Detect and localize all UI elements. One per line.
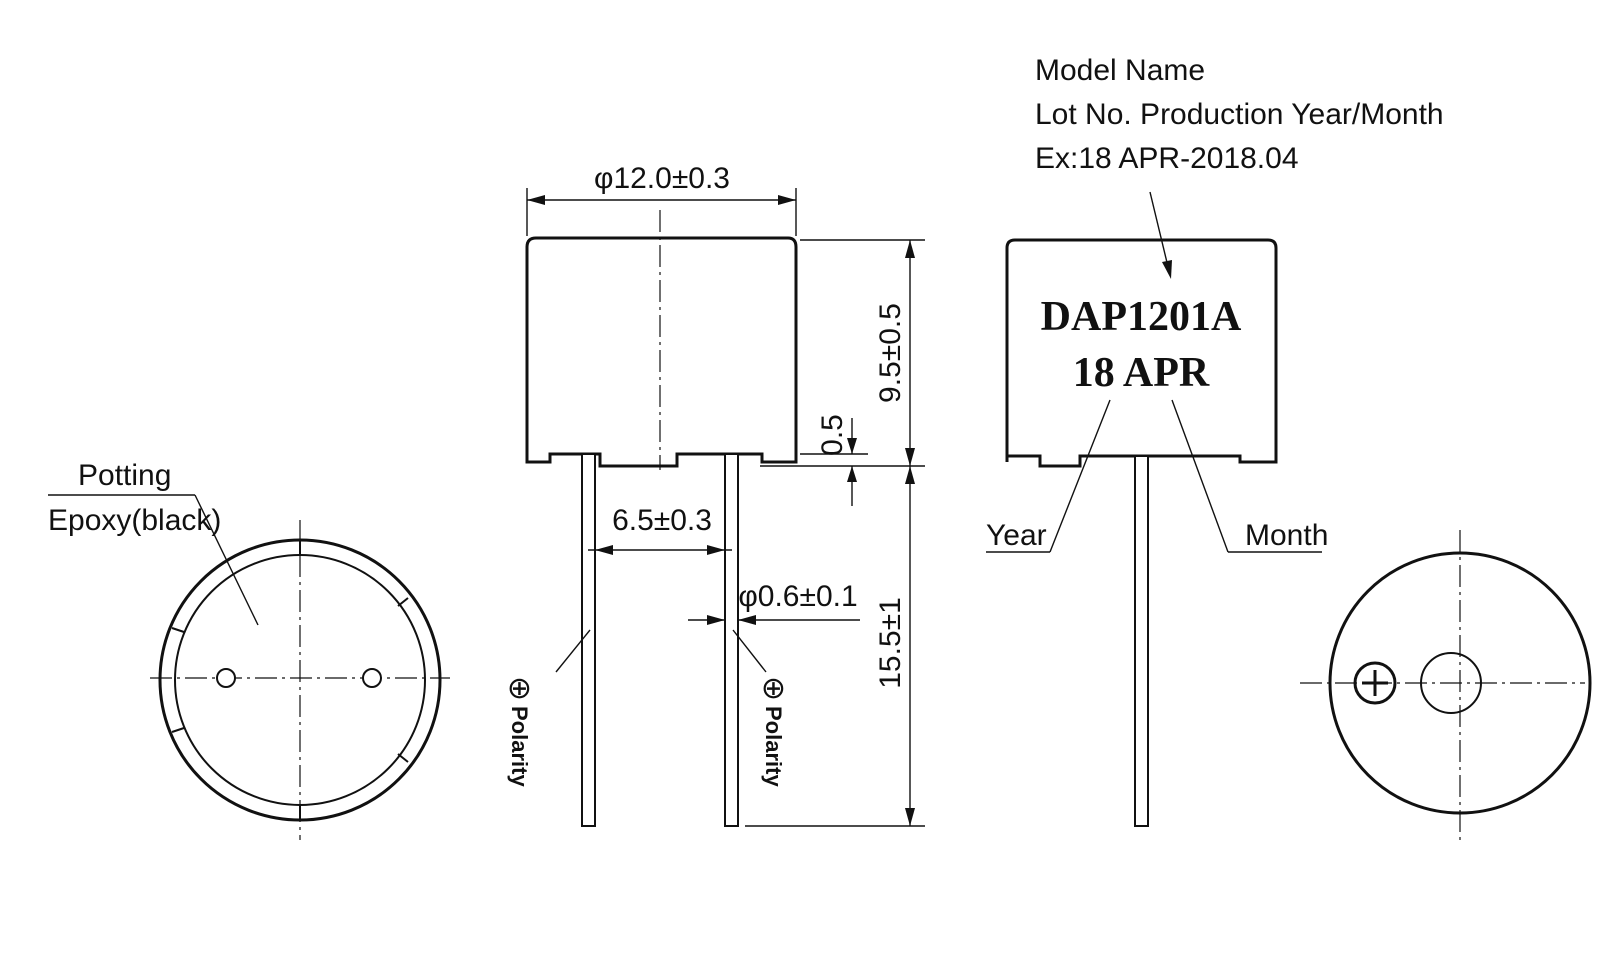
body-height-label: 9.5±0.5 bbox=[874, 303, 907, 403]
potting-label: Potting bbox=[78, 459, 171, 492]
svg-text:Polarity: Polarity bbox=[761, 706, 786, 787]
plus-circle-icon: ⊕ bbox=[502, 676, 537, 701]
polarity-marker-left: ⊕ Polarity bbox=[502, 676, 537, 787]
month-label: Month bbox=[1245, 519, 1328, 552]
epoxy-label: Epoxy(black) bbox=[48, 504, 221, 537]
standoff-label: 0.5 bbox=[816, 414, 849, 456]
lead-length-label: 15.5±1 bbox=[874, 597, 907, 689]
svg-text:Polarity: Polarity bbox=[507, 706, 532, 787]
model-name-label: Model Name bbox=[1035, 54, 1205, 87]
bottom-view-potting: Potting Epoxy(black) bbox=[48, 459, 450, 840]
marking-model: DAP1201A bbox=[1041, 294, 1242, 340]
polarity-plus-icon bbox=[1353, 661, 1397, 705]
pin-diameter-label: φ0.6±0.1 bbox=[738, 580, 857, 613]
plus-circle-icon: ⊕ bbox=[756, 676, 791, 701]
lead-right bbox=[724, 453, 739, 827]
lead-center bbox=[1134, 455, 1149, 827]
marking-date: 18 APR bbox=[1073, 350, 1210, 396]
year-label: Year bbox=[986, 519, 1047, 552]
pitch-label: 6.5±0.3 bbox=[612, 504, 712, 537]
example-label: Ex:18 APR-2018.04 bbox=[1035, 142, 1299, 175]
top-view bbox=[1300, 530, 1592, 840]
side-view: φ12.0±0.3 9.5±0.5 0.5 15.5±1 6.5±0.3 φ0.… bbox=[502, 162, 925, 827]
body-diameter-label: φ12.0±0.3 bbox=[594, 162, 730, 195]
sound-hole bbox=[1420, 652, 1482, 714]
lot-no-label: Lot No. Production Year/Month bbox=[1035, 98, 1444, 131]
marked-body bbox=[1005, 238, 1278, 468]
pin-hole-right bbox=[362, 668, 382, 688]
marking-view: Model Name Lot No. Production Year/Month… bbox=[986, 54, 1444, 827]
lead-left bbox=[581, 453, 596, 827]
pin-hole-left bbox=[216, 668, 236, 688]
polarity-marker-right: ⊕ Polarity bbox=[756, 676, 791, 787]
buzzer-body bbox=[525, 236, 798, 468]
